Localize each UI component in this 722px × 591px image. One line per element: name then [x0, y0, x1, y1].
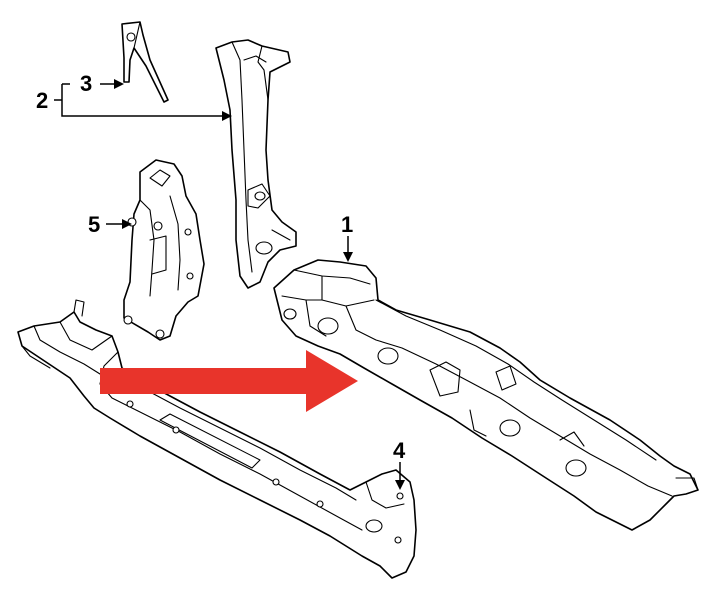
callout-5-leader: [106, 219, 132, 229]
red-right-arrow-icon: [100, 350, 358, 412]
part-2-upright-support: [215, 39, 297, 289]
part-1-main-rail: [273, 259, 699, 531]
part-3-bracket: [121, 21, 169, 103]
callout-4-leader: [395, 462, 405, 490]
callout-3: 3: [80, 71, 92, 96]
callout-1: 1: [341, 212, 353, 237]
part-5-bracket-plate: [123, 159, 205, 341]
callout-1-leader: [343, 236, 353, 262]
callout-2-leader: [54, 84, 232, 121]
callout-5: 5: [88, 212, 100, 237]
callout-3-leader: [62, 79, 124, 89]
callout-4: 4: [393, 438, 406, 463]
callout-2: 2: [36, 88, 48, 113]
